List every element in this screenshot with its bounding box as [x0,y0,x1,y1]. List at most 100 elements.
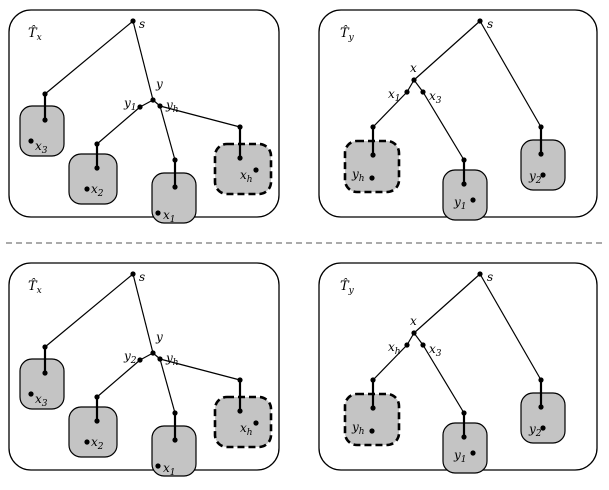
panel-bottom-right-label-right: x3 [429,342,442,359]
panel-top-left-subtree-x2: x2 [68,141,118,205]
panel-top-right-edge-s-y2 [479,20,542,128]
panel-top-right-subtree-yh-inner-node [369,175,375,181]
panel-top-left-subtree-x1-label: x1 [163,208,176,225]
panel-top-left-subtree-x2-label: x2 [91,182,104,199]
panel-bottom-left-subtree-xh-inner-node [253,420,259,426]
panel-top-right-subtree-yh: yh [343,124,401,194]
panel-bottom-left-label-left: y2 [123,349,137,366]
panel-bottom-left-subtree-x1: x1 [151,410,197,478]
panel-bottom-right-subtree-y2-inner-node [540,425,546,431]
panel-top-left-subtree-x1: x1 [151,157,197,225]
panel-bottom-left-node-s [130,271,136,277]
panel-bottom-left-label-s: s [139,270,145,284]
panel-bottom-right-subtree-y2-root-node [538,404,544,410]
panel-top-right-subtree-y2-box [520,139,566,191]
panel-bottom-left-subtree-xh-root-node [237,408,243,414]
panel-bottom-right-label-x: x [410,314,417,328]
panel-bottom-right-label-s: s [487,270,493,284]
panel-bottom-left-subtree-xh-box [213,395,273,449]
panel-top-left-subtree-x3-top-node [42,91,48,97]
panel-bottom-left-node-left [137,357,143,363]
panel-bottom-left-subtree-x3: x3 [19,344,65,410]
panel-top-right-subtree-yh-top-node [370,124,376,130]
panel-bottom-right-node-x [411,330,417,336]
panel-bottom-left-subtree-x3-inner-node [28,391,34,397]
panel-bottom-right-subtree-y1-inner-node [470,450,476,456]
panel-bottom-left-subtree-x3-top-node [42,344,48,350]
panel-top-left-subtree-x1-top-node [172,157,178,163]
panel-top-left-subtree-x2-inner-node [84,186,90,192]
panel-top-left-edge-left-x2 [96,106,141,145]
panel-top-left-label-right: yh [165,98,179,115]
panel-top-right-subtree-y1-root-node [461,181,467,187]
panel-bottom-left-subtree-x1-label: x1 [163,461,176,478]
panel-top-right-title: T̂y [340,25,355,43]
panel-top-right-subtree-y1-top-node [461,157,467,163]
panel-bottom-left-subtree-x2-root-node [94,418,100,424]
panel-bottom-left-node-y [150,350,156,356]
panel-top-left-subtree-x2-box [68,153,118,205]
panel-bottom-right-edge-left-yh [372,344,408,381]
panel-top-left-node-y [150,97,156,103]
panel-bottom-right-subtree-y2-label: y2 [528,422,542,439]
panel-bottom-left-subtree-x1-top-node [172,410,178,416]
panel-top-right-subtree-y2: y2 [520,124,566,191]
panel-top-right-subtree-y1-label: y1 [453,195,467,212]
panel-bottom-right-subtree-y1-root-node [461,434,467,440]
panel-bottom-left-subtree-x3-root-node [42,370,48,376]
panel-top-left-subtree-x3-label: x3 [35,139,48,156]
panel-top-left-node-left [137,104,143,110]
panel-top-right-edge-left-yh [372,91,408,128]
panel-top-left-subtree-x3-inner-node [28,138,34,144]
panel-bottom-left-edge-s-y [132,273,154,354]
panel-top-left-node-s [130,18,136,24]
panel-bottom-right-subtree-yh-top-node [370,377,376,383]
panel-top-left-subtree-x1-inner-node [155,210,161,216]
panel-bottom-left-edge-left-x2 [96,359,141,398]
panel-top-right-subtree-y1-inner-node [470,197,476,203]
panel-top-right-subtree-yh-label: yh [351,167,365,184]
panel-top-left-subtree-xh: xh [213,124,273,196]
panel-bottom-right: T̂y s xxh x3 yh y1 y2 [318,262,598,474]
panel-bottom-left-subtree-x2-box [68,406,118,458]
panel-bottom-left-title: T̂x [28,278,42,296]
panel-bottom-right-title: T̂y [340,278,355,296]
panel-bottom-left-edge-right-xh [159,358,241,381]
panel-top-right-subtree-yh-root-node [370,152,376,158]
panel-bottom-right-subtree-y2-box [520,392,566,444]
panel-bottom-right-edge-s-x [413,273,481,334]
panel-bottom-right-subtree-y1-label: y1 [453,448,467,465]
panel-top-right-label-left: x1 [388,87,401,104]
panel-top-right-node-x [411,77,417,83]
panel-top-right-subtree-y2-inner-node [540,172,546,178]
panel-top-left-subtree-x3-root-node [42,117,48,123]
panel-bottom-left-label-right: yh [165,351,179,368]
panel-top-right-label-s: s [487,17,493,31]
panel-top-left-subtree-x1-root-node [172,184,178,190]
panel-bottom-right-edge-right-y1 [422,344,465,414]
panel-bottom-right-label-left: xh [388,340,401,357]
panel-bottom-left-label-y: y [155,330,163,344]
panel-top-left-edge-right-x1 [159,105,176,161]
panel-bottom-right-subtree-yh-label: yh [351,420,365,437]
panel-top-right-edge-s-x [413,20,481,81]
panel-bottom-right-subtree-yh: yh [343,377,401,447]
panel-bottom-right-subtree-yh-root-node [370,405,376,411]
panel-top-left-subtree-xh-box [213,142,273,196]
panel-top-left-label-s: s [139,17,145,31]
panel-top-left-edge-s-x3 [44,20,134,95]
panel-top-left-subtree-x3: x3 [19,91,65,157]
panel-top-left-label-y: y [155,77,163,91]
panel-bottom-left-subtree-x1-inner-node [155,463,161,469]
panel-bottom-left-subtree-xh-top-node [237,377,243,383]
panel-bottom-right-subtree-y1: y1 [442,410,488,474]
panel-top-right-node-left [404,89,410,95]
panel-bottom-right-node-s [477,271,483,277]
panel-bottom-left-subtree-xh-label: xh [240,421,253,438]
panel-top-right-node-right [420,89,426,95]
panel-bottom-right-node-left [404,342,410,348]
